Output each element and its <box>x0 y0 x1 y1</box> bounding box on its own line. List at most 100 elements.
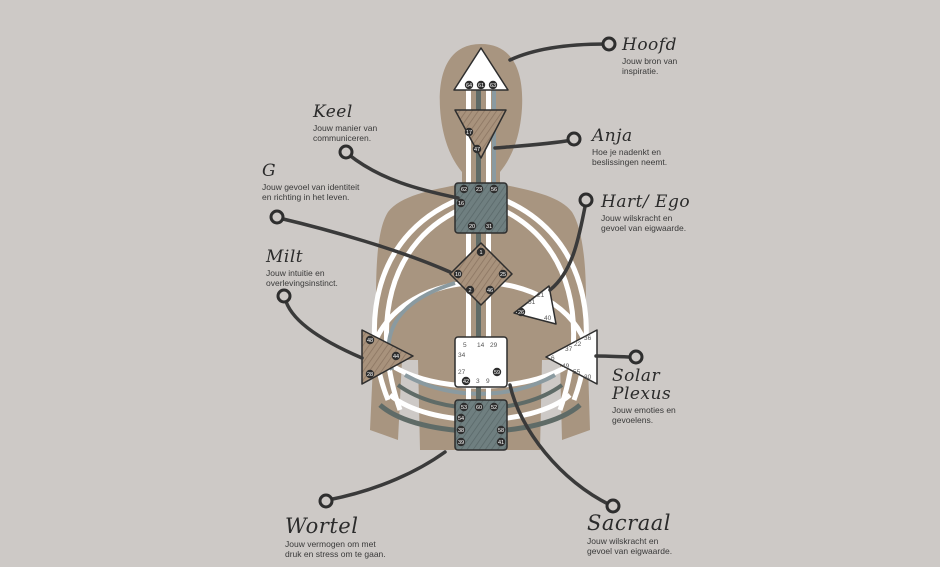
leader-hart <box>548 200 588 292</box>
label-solar-title: Solar Plexus <box>612 366 672 404</box>
leader-end-ajna <box>566 131 582 147</box>
leader-end-hart <box>578 192 594 208</box>
head-center[interactable]: 64 61 63 <box>453 47 509 91</box>
gate-label: 39 <box>458 440 464 446</box>
gate-label: 58 <box>498 428 504 434</box>
gate-label: 28 <box>367 372 373 378</box>
gate-label: 26 <box>518 310 524 316</box>
gate-label: 1 <box>479 250 482 256</box>
ajna-center[interactable]: 17 47 <box>454 109 507 159</box>
heart-center[interactable]: 21 51 26 40 <box>513 285 557 325</box>
gate-label: 54 <box>458 416 464 422</box>
leader-solar <box>594 354 636 359</box>
leader-end-sacraal <box>605 498 621 514</box>
gate-label: 37 <box>565 346 573 353</box>
leader-end-solar <box>628 349 644 365</box>
leader-end-g <box>269 209 285 225</box>
sacral-center[interactable]: 5 14 29 34 27 59 42 3 9 <box>454 336 508 388</box>
label-g-desc: Jouw gevoel van identiteit en richting i… <box>262 182 360 202</box>
root-center[interactable]: 53 60 52 54 38 39 58 41 <box>454 399 508 451</box>
gate-label: 41 <box>498 440 504 446</box>
gate-label: 44 <box>393 354 399 360</box>
leader-keel <box>346 152 460 200</box>
gate-label: 21 <box>537 292 545 299</box>
gate-label: 61 <box>478 83 484 89</box>
label-solar: Solar Plexus Jouw emoties en gevoelens. <box>612 367 732 425</box>
leader-ajna <box>493 138 574 150</box>
label-ajna: Anja Hoe je nadenkt en beslissingen neem… <box>592 127 732 167</box>
label-hart-desc: Jouw wilskracht en gevoel van eigwaarde. <box>601 213 687 233</box>
gate-label: 48 <box>367 338 373 344</box>
label-g: G Jouw gevoel van identiteit en richting… <box>262 162 412 202</box>
leader-lines <box>277 42 636 507</box>
label-wortel-title: Wortel <box>285 514 359 538</box>
gate-label: 30 <box>584 374 592 381</box>
gate-label: 2 <box>468 288 471 294</box>
leader-wortel <box>326 450 447 502</box>
gate-label: 53 <box>461 405 467 411</box>
gate-label: 20 <box>469 224 475 230</box>
label-milt-title: Milt <box>266 247 304 267</box>
gate-label: 10 <box>455 272 461 278</box>
label-wortel-desc: Jouw vermogen om met druk en stress om t… <box>285 539 386 559</box>
gate-label: 49 <box>562 363 570 370</box>
label-hart-title: Hart/ Ego <box>601 192 691 212</box>
gate-label: 51 <box>528 299 536 306</box>
gate-label: 36 <box>584 335 592 342</box>
gate-label: 47 <box>474 147 480 153</box>
label-milt-desc: Jouw intuitie en overlevingsinstinct. <box>266 268 338 288</box>
label-solar-desc: Jouw emoties en gevoelens. <box>612 405 676 425</box>
gate-label: 62 <box>461 187 467 193</box>
gate-label: 23 <box>476 187 482 193</box>
g-center[interactable]: 1 10 25 2 46 <box>449 242 513 306</box>
label-sacraal-title: Sacraal <box>587 511 671 535</box>
gate-label: 6 <box>551 355 555 362</box>
gate-label: 34 <box>458 352 466 359</box>
label-wortel: Wortel Jouw vermogen om met druk en stre… <box>285 515 445 559</box>
gate-label: 31 <box>486 224 492 230</box>
gate-label: 42 <box>463 379 469 385</box>
gate-label: 64 <box>466 83 472 89</box>
leader-end-hoofd <box>601 36 617 52</box>
gate-label: 22 <box>574 341 582 348</box>
label-ajna-title: Anja <box>592 126 633 146</box>
leader-end-milt <box>276 288 292 304</box>
gate-label: 63 <box>490 83 496 89</box>
leader-milt <box>283 296 364 360</box>
gate-label: 38 <box>458 428 464 434</box>
leader-end-keel <box>338 144 354 160</box>
label-sacraal: Sacraal Jouw wilskracht en gevoel van ei… <box>587 512 737 556</box>
gate-label: 60 <box>476 405 482 411</box>
label-milt: Milt Jouw intuitie en overlevingsinstinc… <box>266 248 396 288</box>
gate-label: 56 <box>491 187 497 193</box>
gate-label: 9 <box>486 378 490 385</box>
label-hoofd-desc: Jouw bron van inspiratie. <box>622 56 678 76</box>
leader-g <box>277 216 452 274</box>
label-g-title: G <box>262 161 277 181</box>
label-hoofd-title: Hoofd <box>622 35 677 55</box>
gate-label: 16 <box>458 201 464 207</box>
gate-label: 29 <box>490 342 498 349</box>
label-keel-desc: Jouw manier van communiceren. <box>313 123 378 143</box>
leader-sacraal <box>508 383 612 507</box>
label-hoofd: Hoofd Jouw bron van inspiratie. <box>622 36 742 76</box>
throat-center[interactable]: 62 23 56 16 20 31 <box>454 182 508 234</box>
leader-end-wortel <box>318 493 334 509</box>
label-keel: Keel Jouw manier van communiceren. <box>313 103 443 143</box>
gate-label: 3 <box>476 378 480 385</box>
gate-label: 25 <box>500 272 506 278</box>
leader-end-circles <box>269 36 644 514</box>
gate-label: 17 <box>466 130 472 136</box>
gate-label: 27 <box>458 369 466 376</box>
gate-label: 46 <box>487 288 493 294</box>
leader-hoofd <box>508 42 608 62</box>
gate-label: 55 <box>573 369 581 376</box>
label-hart: Hart/ Ego Jouw wilskracht en gevoel van … <box>601 193 741 233</box>
label-keel-title: Keel <box>313 102 353 122</box>
label-ajna-desc: Hoe je nadenkt en beslissingen neemt. <box>592 147 668 167</box>
label-sacraal-desc: Jouw wilskracht en gevoel van eigwaarde. <box>587 536 673 556</box>
gate-label: 40 <box>544 315 552 322</box>
gate-label: 52 <box>491 405 497 411</box>
gate-label: 59 <box>494 370 500 376</box>
